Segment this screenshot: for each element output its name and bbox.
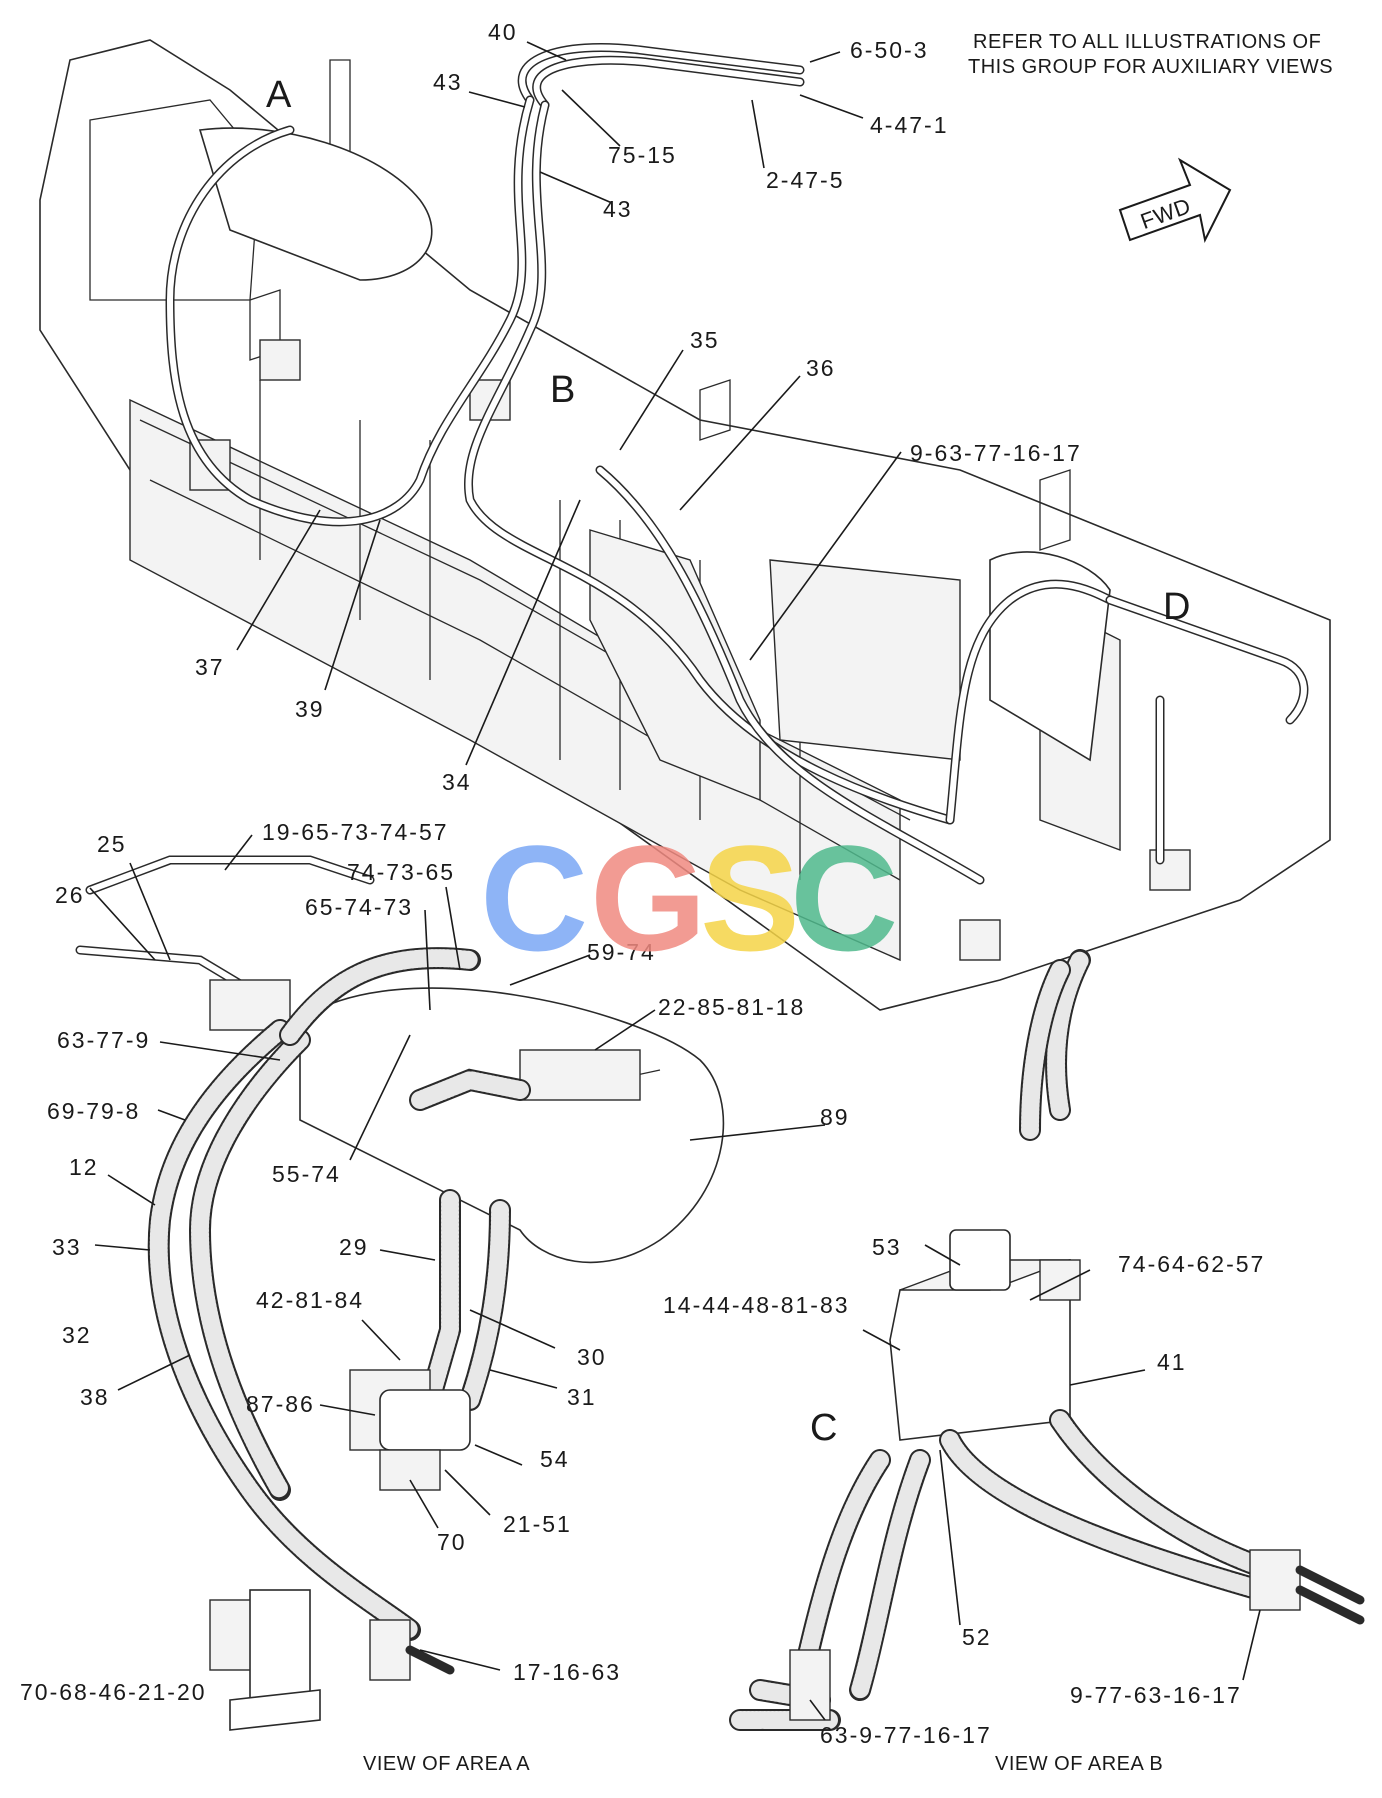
callout-label: 53 bbox=[872, 1234, 902, 1260]
callout-label: 74-64-62-57 bbox=[1118, 1251, 1265, 1277]
callout-label: 25 bbox=[97, 831, 127, 857]
callout-label: C bbox=[810, 1407, 837, 1449]
callout-label: 52 bbox=[962, 1624, 992, 1650]
callout-label: 43 bbox=[433, 69, 463, 95]
callout-label: 54 bbox=[540, 1446, 570, 1472]
callout-label: 19-65-73-74-57 bbox=[262, 819, 449, 845]
callout-label: 87-86 bbox=[246, 1391, 315, 1417]
callout-label: 6-50-3 bbox=[850, 37, 928, 63]
view-label-area-b: VIEW OF AREA B bbox=[995, 1753, 1163, 1775]
callout-label: 38 bbox=[80, 1384, 110, 1410]
view-area-a bbox=[75, 855, 725, 1731]
callout-label: 59-74 bbox=[587, 939, 656, 965]
callout-label: 35 bbox=[690, 327, 720, 353]
callout-label: 12 bbox=[69, 1154, 99, 1180]
callout-label: 4-47-1 bbox=[870, 112, 948, 138]
callout-label: 9-77-63-16-17 bbox=[1070, 1682, 1242, 1708]
callout-label: 2-47-5 bbox=[766, 167, 844, 193]
callout-label: 74-73-65 bbox=[347, 859, 455, 885]
area-letter-d: D bbox=[1163, 586, 1190, 628]
callout-label: 41 bbox=[1157, 1349, 1187, 1375]
callout-label: 26 bbox=[55, 882, 85, 908]
callout-label: 29 bbox=[339, 1234, 369, 1260]
watermark-letter: C bbox=[480, 814, 588, 982]
callout-label: 34 bbox=[442, 769, 472, 795]
callout-label: 70 bbox=[437, 1529, 467, 1555]
callout-label: 65-74-73 bbox=[305, 894, 413, 920]
leader-lines bbox=[89, 41, 1261, 1721]
callout-label: 75-15 bbox=[608, 142, 677, 168]
note-line-1: REFER TO ALL ILLUSTRATIONS OF bbox=[973, 31, 1321, 53]
callout-label: 9-63-77-16-17 bbox=[910, 440, 1082, 466]
callout-label: 42-81-84 bbox=[256, 1287, 364, 1313]
frame-assembly bbox=[39, 39, 1331, 1011]
callout-label: 36 bbox=[806, 355, 836, 381]
callout-label: 32 bbox=[62, 1322, 92, 1348]
callout-label: 14-44-48-81-83 bbox=[663, 1292, 850, 1318]
callout-label: 70-68-46-21-20 bbox=[20, 1679, 207, 1705]
callout-label: 30 bbox=[577, 1344, 607, 1370]
callout-label: 37 bbox=[195, 654, 225, 680]
callout-labels: 40 6-50-3 43 4-47-1 75-15 43 2-47-5 35 3… bbox=[20, 19, 1265, 1748]
callout-label: 33 bbox=[52, 1234, 82, 1260]
area-letter-b: B bbox=[550, 369, 575, 411]
view-area-b bbox=[729, 949, 1365, 1731]
watermark-letter: C bbox=[790, 814, 898, 982]
callout-label: 69-79-8 bbox=[47, 1098, 140, 1124]
callout-label: 89 bbox=[820, 1104, 850, 1130]
callout-label: 55-74 bbox=[272, 1161, 341, 1187]
callout-label: 63-9-77-16-17 bbox=[820, 1722, 992, 1748]
callout-label: 40 bbox=[488, 19, 518, 45]
area-letter-a: A bbox=[266, 74, 292, 116]
hose-routing-top bbox=[165, 43, 1309, 885]
callout-label: 22-85-81-18 bbox=[658, 994, 805, 1020]
callout-label: 43 bbox=[603, 196, 633, 222]
watermark-logo: C G S C bbox=[480, 814, 898, 982]
callout-label: 31 bbox=[567, 1384, 597, 1410]
callout-label: 21-51 bbox=[503, 1511, 572, 1537]
watermark-letter: G bbox=[590, 814, 707, 982]
callout-label: 63-77-9 bbox=[57, 1027, 150, 1053]
fwd-arrow-icon: FWD bbox=[1118, 157, 1232, 244]
note-line-2: THIS GROUP FOR AUXILIARY VIEWS bbox=[968, 56, 1333, 78]
callout-label: 17-16-63 bbox=[513, 1659, 621, 1685]
watermark-letter: S bbox=[700, 814, 800, 982]
callout-label: 39 bbox=[295, 696, 325, 722]
view-label-area-a: VIEW OF AREA A bbox=[363, 1753, 530, 1775]
